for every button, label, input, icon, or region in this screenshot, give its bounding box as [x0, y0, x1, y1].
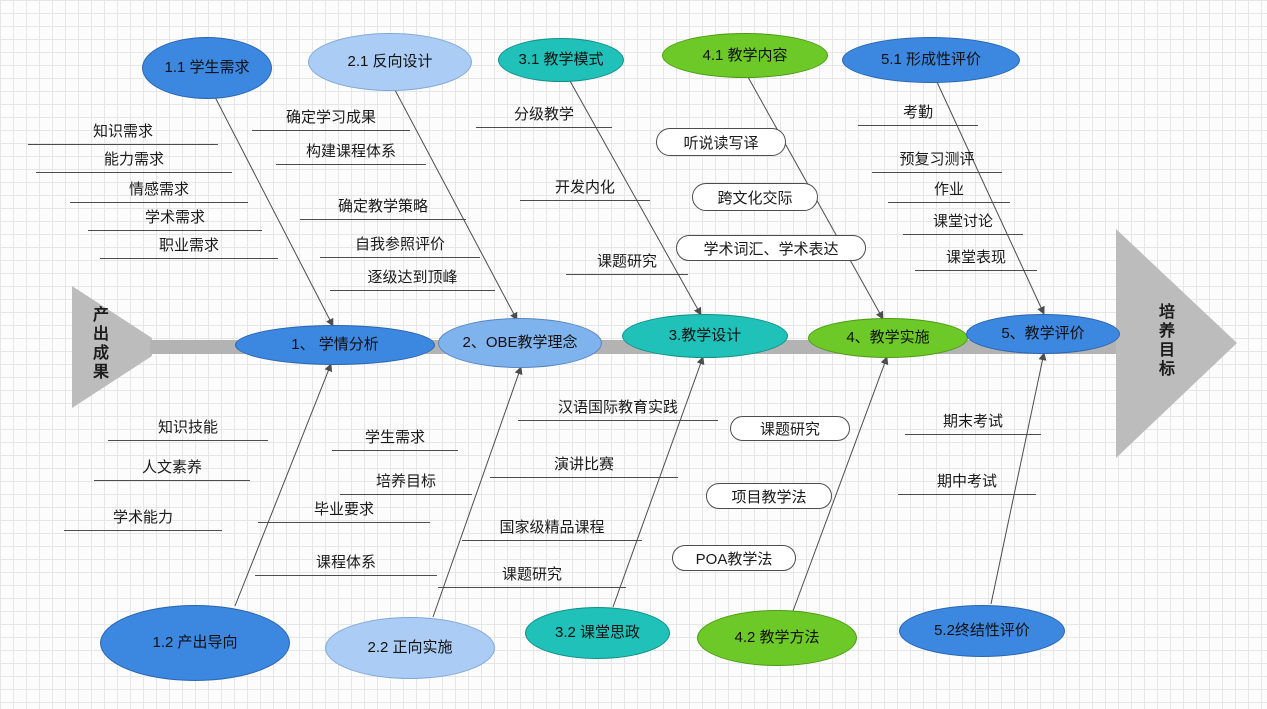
cause-label: 情感需求 [70, 181, 248, 203]
cause-label: 演讲比赛 [490, 456, 678, 478]
cause-label: 人文素养 [94, 459, 250, 481]
bottom-node-4: 4.2 教学方法 [697, 610, 857, 666]
top-node-4: 4.1 教学内容 [662, 33, 828, 78]
cause-label: 考勤 [858, 104, 978, 126]
main-node-1: 1、 学情分析 [235, 325, 435, 365]
cause-label: 期中考试 [898, 473, 1036, 495]
cause-label: 开发内化 [520, 179, 650, 201]
tail-label: 产出成果 [90, 306, 107, 382]
cause-pill: 项目教学法 [706, 483, 832, 509]
top-node-3: 3.1 教学模式 [498, 38, 624, 82]
main-node-5: 5、教学评价 [966, 314, 1120, 354]
cause-label: 课程体系 [255, 554, 437, 576]
cause-pill: 学术词汇、学术表达 [676, 235, 866, 261]
cause-label: 确定学习成果 [252, 109, 410, 131]
main-node-4: 4、教学实施 [808, 318, 968, 358]
top-node-2: 2.1 反向设计 [308, 33, 472, 91]
bottom-node-1: 1.2 产出导向 [100, 605, 290, 681]
cause-label: 作业 [888, 181, 1010, 203]
cause-label: 知识需求 [28, 123, 218, 145]
cause-label: 学生需求 [332, 429, 458, 451]
cause-label: 确定教学策略 [300, 198, 466, 220]
cause-label: 毕业要求 [258, 501, 430, 523]
cause-label: 知识技能 [108, 419, 268, 441]
cause-label: 分级教学 [476, 106, 612, 128]
cause-label: 课堂表现 [915, 249, 1037, 271]
tail-arrow-shape [72, 286, 152, 408]
top-node-5: 5.1 形成性评价 [842, 37, 1020, 83]
cause-label: 课堂讨论 [903, 213, 1023, 235]
cause-label: 学术能力 [64, 509, 222, 531]
cause-label: 职业需求 [100, 237, 278, 259]
cause-pill: 跨文化交际 [692, 183, 818, 211]
cause-pill: 课题研究 [730, 416, 850, 441]
cause-pill: 听说读写译 [656, 128, 786, 156]
cause-label: 汉语国际教育实践 [518, 399, 718, 421]
cause-label: 国家级精品课程 [462, 519, 642, 541]
cause-label: 自我参照评价 [320, 236, 480, 258]
top-node-1: 1.1 学生需求 [142, 37, 272, 99]
cause-label: 学术需求 [88, 209, 262, 231]
cause-label: 预复习测评 [872, 151, 1002, 173]
head-arrow-shape [1116, 229, 1237, 458]
head-label: 培养目标 [1156, 303, 1173, 379]
cause-pill: POA教学法 [672, 545, 796, 571]
cause-label: 期末考试 [905, 413, 1041, 435]
cause-label: 逐级达到顶峰 [330, 269, 495, 291]
cause-label: 课题研究 [566, 253, 688, 275]
main-node-2: 2、OBE教学理念 [438, 318, 602, 368]
main-node-3: 3.教学设计 [622, 314, 788, 358]
bottom-node-2: 2.2 正向实施 [325, 617, 495, 679]
cause-label: 培养目标 [340, 473, 472, 495]
cause-label: 课题研究 [438, 566, 626, 588]
cause-label: 构建课程体系 [276, 143, 426, 165]
bottom-node-5: 5.2终结性评价 [899, 605, 1065, 657]
bottom-node-3: 3.2 课堂思政 [525, 607, 670, 659]
cause-label: 能力需求 [36, 151, 232, 173]
